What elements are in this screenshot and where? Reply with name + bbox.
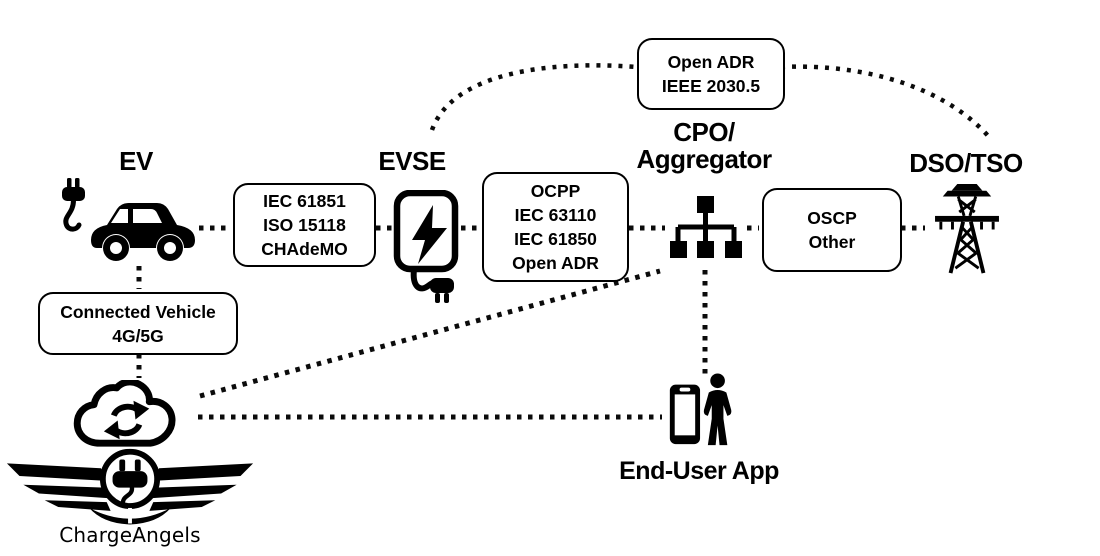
transmission-tower-icon [935, 183, 999, 274]
smartphone-user-icon [669, 373, 732, 446]
protocol-line: Open ADR [512, 253, 599, 273]
protocol-box-cpo-dso: OSCP Other [762, 188, 902, 272]
protocol-line: Connected Vehicle [60, 301, 216, 322]
evse-charger-icon [393, 190, 459, 303]
label-cpo-line2: Aggregator [636, 144, 772, 174]
ev-car-with-plug-icon [62, 178, 195, 261]
protocol-box-evse-dso: Open ADR IEEE 2030.5 [637, 38, 785, 110]
protocol-box-ev-cloud: Connected Vehicle 4G/5G [38, 292, 238, 355]
label-ev: EV [119, 146, 153, 176]
label-chargeangels: ChargeAngels [59, 523, 201, 547]
label-end-user-app: End-User App [619, 457, 779, 485]
curve-openadr-dso [780, 64, 991, 139]
protocol-line: IEC 63110 [514, 205, 597, 225]
protocol-line: IEC 61851 [263, 191, 346, 211]
protocol-line: Other [808, 232, 856, 252]
cloud-sync-icon [73, 380, 176, 447]
protocol-line: Open ADR [667, 52, 755, 72]
label-cpo-aggregator: CPO/ Aggregator [594, 119, 814, 173]
protocol-line: OCPP [530, 181, 581, 201]
protocol-line: IEEE 2030.5 [661, 76, 761, 96]
protocol-line: IEC 61850 [514, 229, 597, 249]
protocol-line: 4G/5G [112, 325, 164, 346]
protocol-line: ISO 15118 [263, 215, 346, 235]
protocol-box-ev-evse: IEC 61851 ISO 15118 CHAdeMO [233, 183, 376, 267]
label-evse: EVSE [378, 146, 446, 176]
winged-plug-logo [6, 448, 254, 525]
link-cloud-cpo [199, 268, 661, 399]
protocol-line: OSCP [807, 208, 857, 228]
hierarchy-icon [670, 196, 742, 258]
label-cpo-line1: CPO/ [673, 117, 735, 147]
protocol-line: CHAdeMO [261, 239, 348, 259]
protocol-box-evse-cpo: OCPP IEC 63110 IEC 61850 Open ADR [482, 172, 629, 282]
label-dso-tso: DSO/TSO [909, 148, 1023, 178]
